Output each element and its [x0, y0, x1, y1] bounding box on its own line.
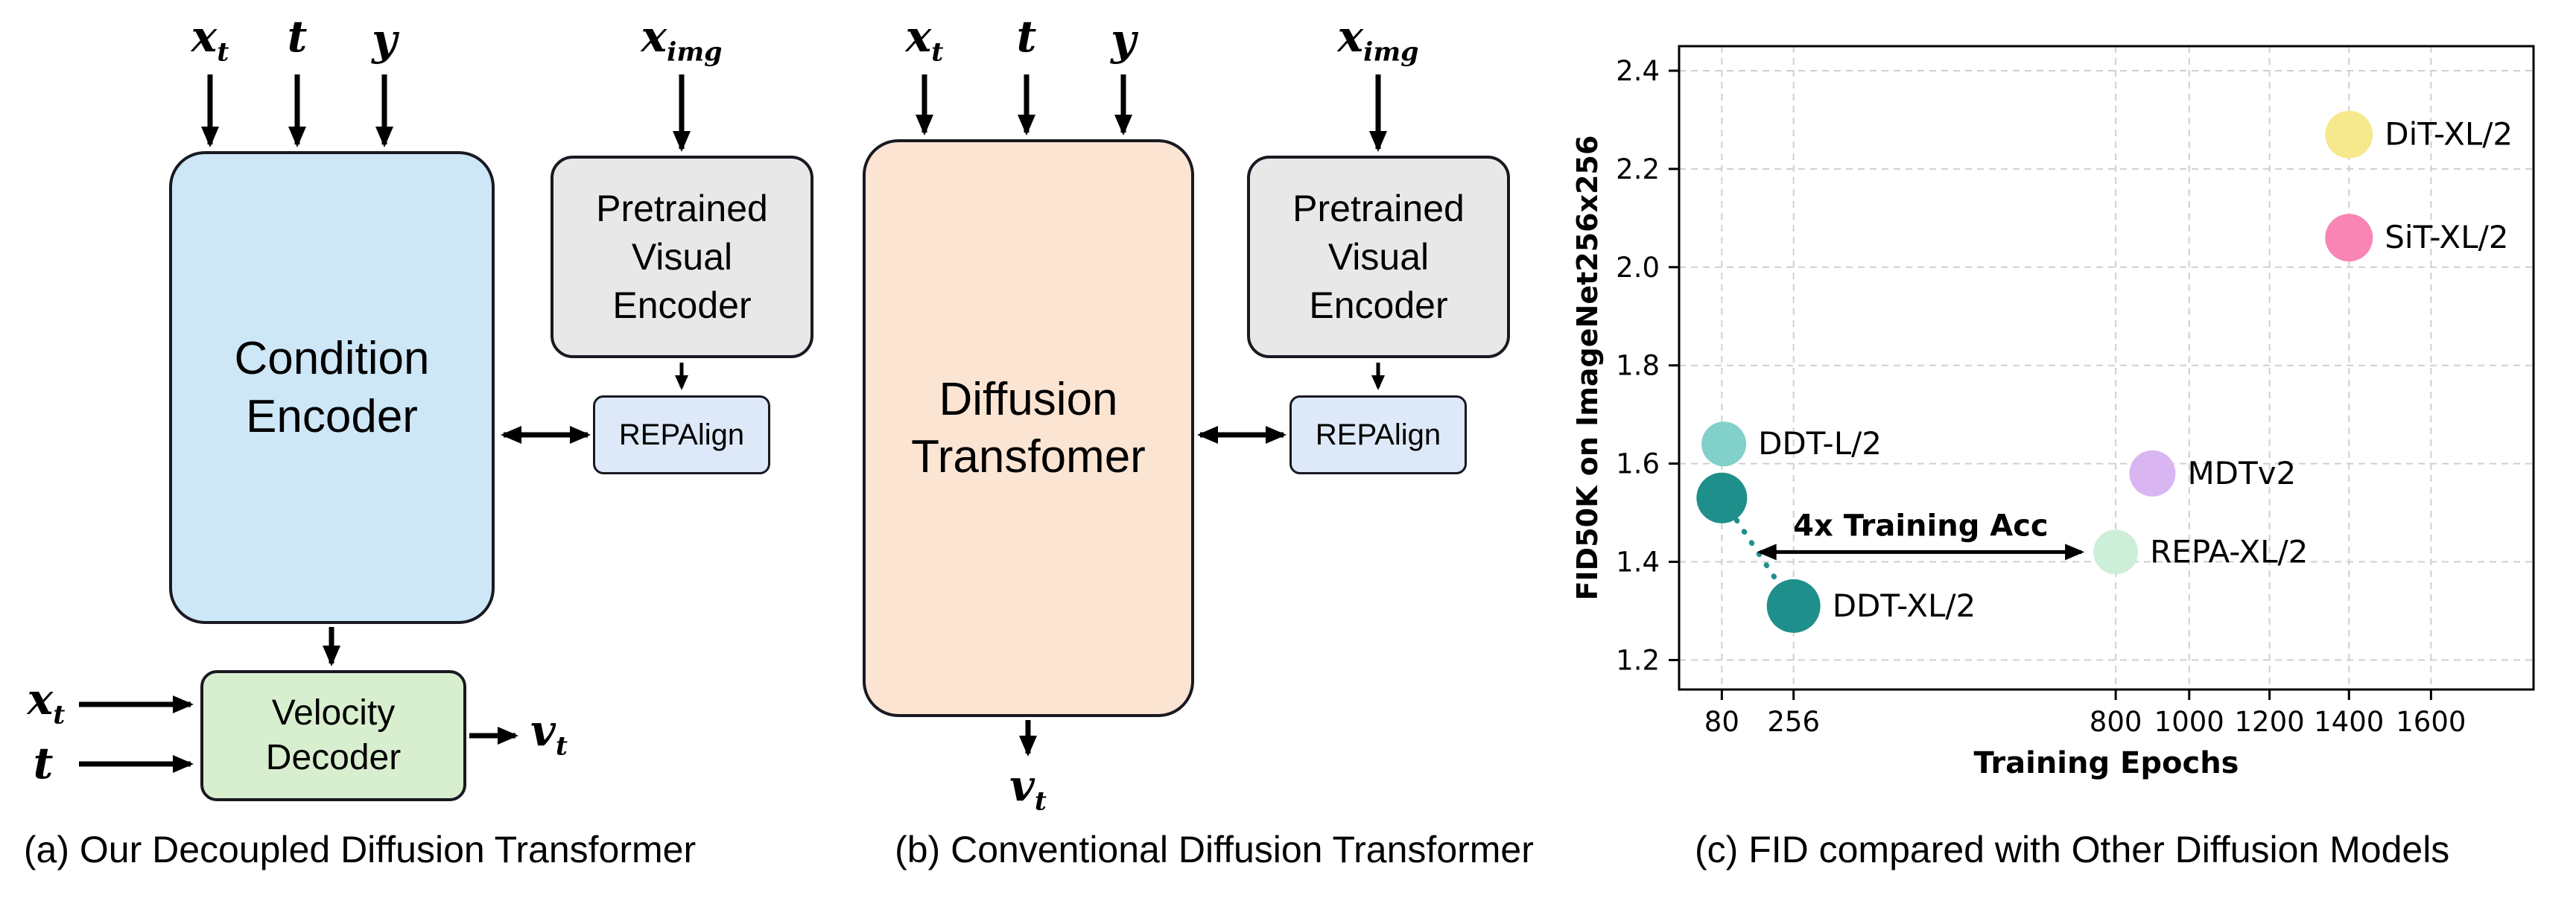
- scatter-label-ddt-xl-2: DDT-XL/2: [1833, 587, 1976, 624]
- input-label-y-b: y: [1111, 14, 1136, 65]
- repalign-box-a: REPAlign: [593, 395, 770, 474]
- diffusion-transformer-label: Diffusion Transfomer: [911, 373, 1146, 483]
- repalign-label-b: REPAlign: [1315, 418, 1441, 451]
- repalign-box-b: REPAlign: [1289, 395, 1467, 474]
- x-tick-label: 800: [2090, 706, 2142, 738]
- caption-panel-c: (c) FID compared with Other Diffusion Mo…: [1695, 829, 2450, 870]
- caption-panel-a: (a) Our Decoupled Diffusion Transformer: [23, 829, 697, 870]
- scatter-label-ddt-l-2: DDT-L/2: [1758, 425, 1882, 462]
- fid-chart: 80 256 800 1000 1200 1400 1600 1.2 1.4 1.6 1.8 2.0 2…: [1571, 45, 2535, 780]
- input-label-y-a: y: [372, 14, 397, 65]
- scatter-point-dit-xl-2: [2325, 110, 2373, 159]
- scatter-label-dit-xl-2: DiT-XL/2: [2385, 116, 2513, 153]
- pretrained-visual-encoder-box-b: Pretrained Visual Encoder: [1247, 156, 1510, 358]
- decoder-input-label-t: t: [33, 738, 54, 789]
- condition-encoder-label: Condition Encoder: [234, 333, 430, 442]
- scatter-point-ddt-l-2: [1701, 421, 1747, 467]
- scatter-label-mdtv2: MDTv2: [2187, 455, 2296, 491]
- x-tick-label: 1400: [2314, 706, 2384, 738]
- condition-encoder-box: Condition Encoder: [169, 151, 495, 624]
- input-label-xt-b: xt: [905, 11, 944, 68]
- scatter-point-ddt-xl-2: [1766, 579, 1821, 633]
- input-label-t-b: t: [1016, 11, 1037, 62]
- input-label-ximg-b: ximg: [1337, 11, 1419, 68]
- input-label-xt-a: xt: [191, 11, 229, 68]
- y-tick-label: 1.4: [1616, 547, 1660, 579]
- diffusion-transformer-box: Diffusion Transfomer: [863, 139, 1194, 717]
- y-tick-label: 1.6: [1616, 448, 1660, 480]
- x-tick-label: 1200: [2234, 706, 2304, 738]
- output-label-vt-b: vt: [1009, 760, 1047, 817]
- scatter-label-sit-xl-2: SiT-XL/2: [2385, 219, 2508, 255]
- velocity-decoder-box: Velocity Decoder: [200, 670, 466, 801]
- x-tick-label: 1600: [2396, 706, 2466, 738]
- input-label-t-a: t: [287, 11, 308, 62]
- y-tick-label: 2.0: [1616, 252, 1660, 284]
- scatter-point-ddt-trajectory-point: [1696, 472, 1748, 523]
- x-tick-label: 256: [1767, 706, 1820, 738]
- x-tick-label: 1000: [2154, 706, 2224, 738]
- pretrained-visual-encoder-box-a: Pretrained Visual Encoder: [551, 156, 813, 358]
- y-tick-label: 1.8: [1616, 350, 1660, 382]
- scatter-label-repa-xl-2: REPA-XL/2: [2150, 533, 2308, 570]
- y-tick-label: 2.4: [1616, 55, 1660, 87]
- training-acc-label: 4x Training Acc: [1793, 509, 2048, 543]
- scatter-point-repa-xl-2: [2093, 529, 2139, 575]
- pretrained-visual-encoder-label-b: Pretrained Visual Encoder: [1292, 187, 1465, 326]
- output-label-vt-a: vt: [530, 705, 568, 762]
- velocity-decoder-label: Velocity Decoder: [265, 693, 402, 777]
- caption-panel-b: (b) Conventional Diffusion Transformer: [895, 829, 1534, 870]
- pretrained-visual-encoder-label-a: Pretrained Visual Encoder: [596, 187, 768, 326]
- y-tick-label: 1.2: [1616, 644, 1660, 676]
- y-tick-label: 2.2: [1616, 153, 1660, 185]
- scatter-point-sit-xl-2: [2325, 214, 2373, 262]
- x-tick-label: 80: [1704, 706, 1739, 738]
- plot-border: [1678, 45, 2535, 691]
- decoder-input-label-xt: xt: [27, 674, 66, 730]
- y-axis-label: FID50K on ImageNet256x256: [1571, 136, 1604, 601]
- input-label-ximg-a: ximg: [641, 11, 723, 68]
- scatter-point-mdtv2: [2129, 450, 2176, 497]
- x-axis-label: Training Epochs: [1974, 746, 2239, 780]
- repalign-label-a: REPAlign: [618, 418, 745, 451]
